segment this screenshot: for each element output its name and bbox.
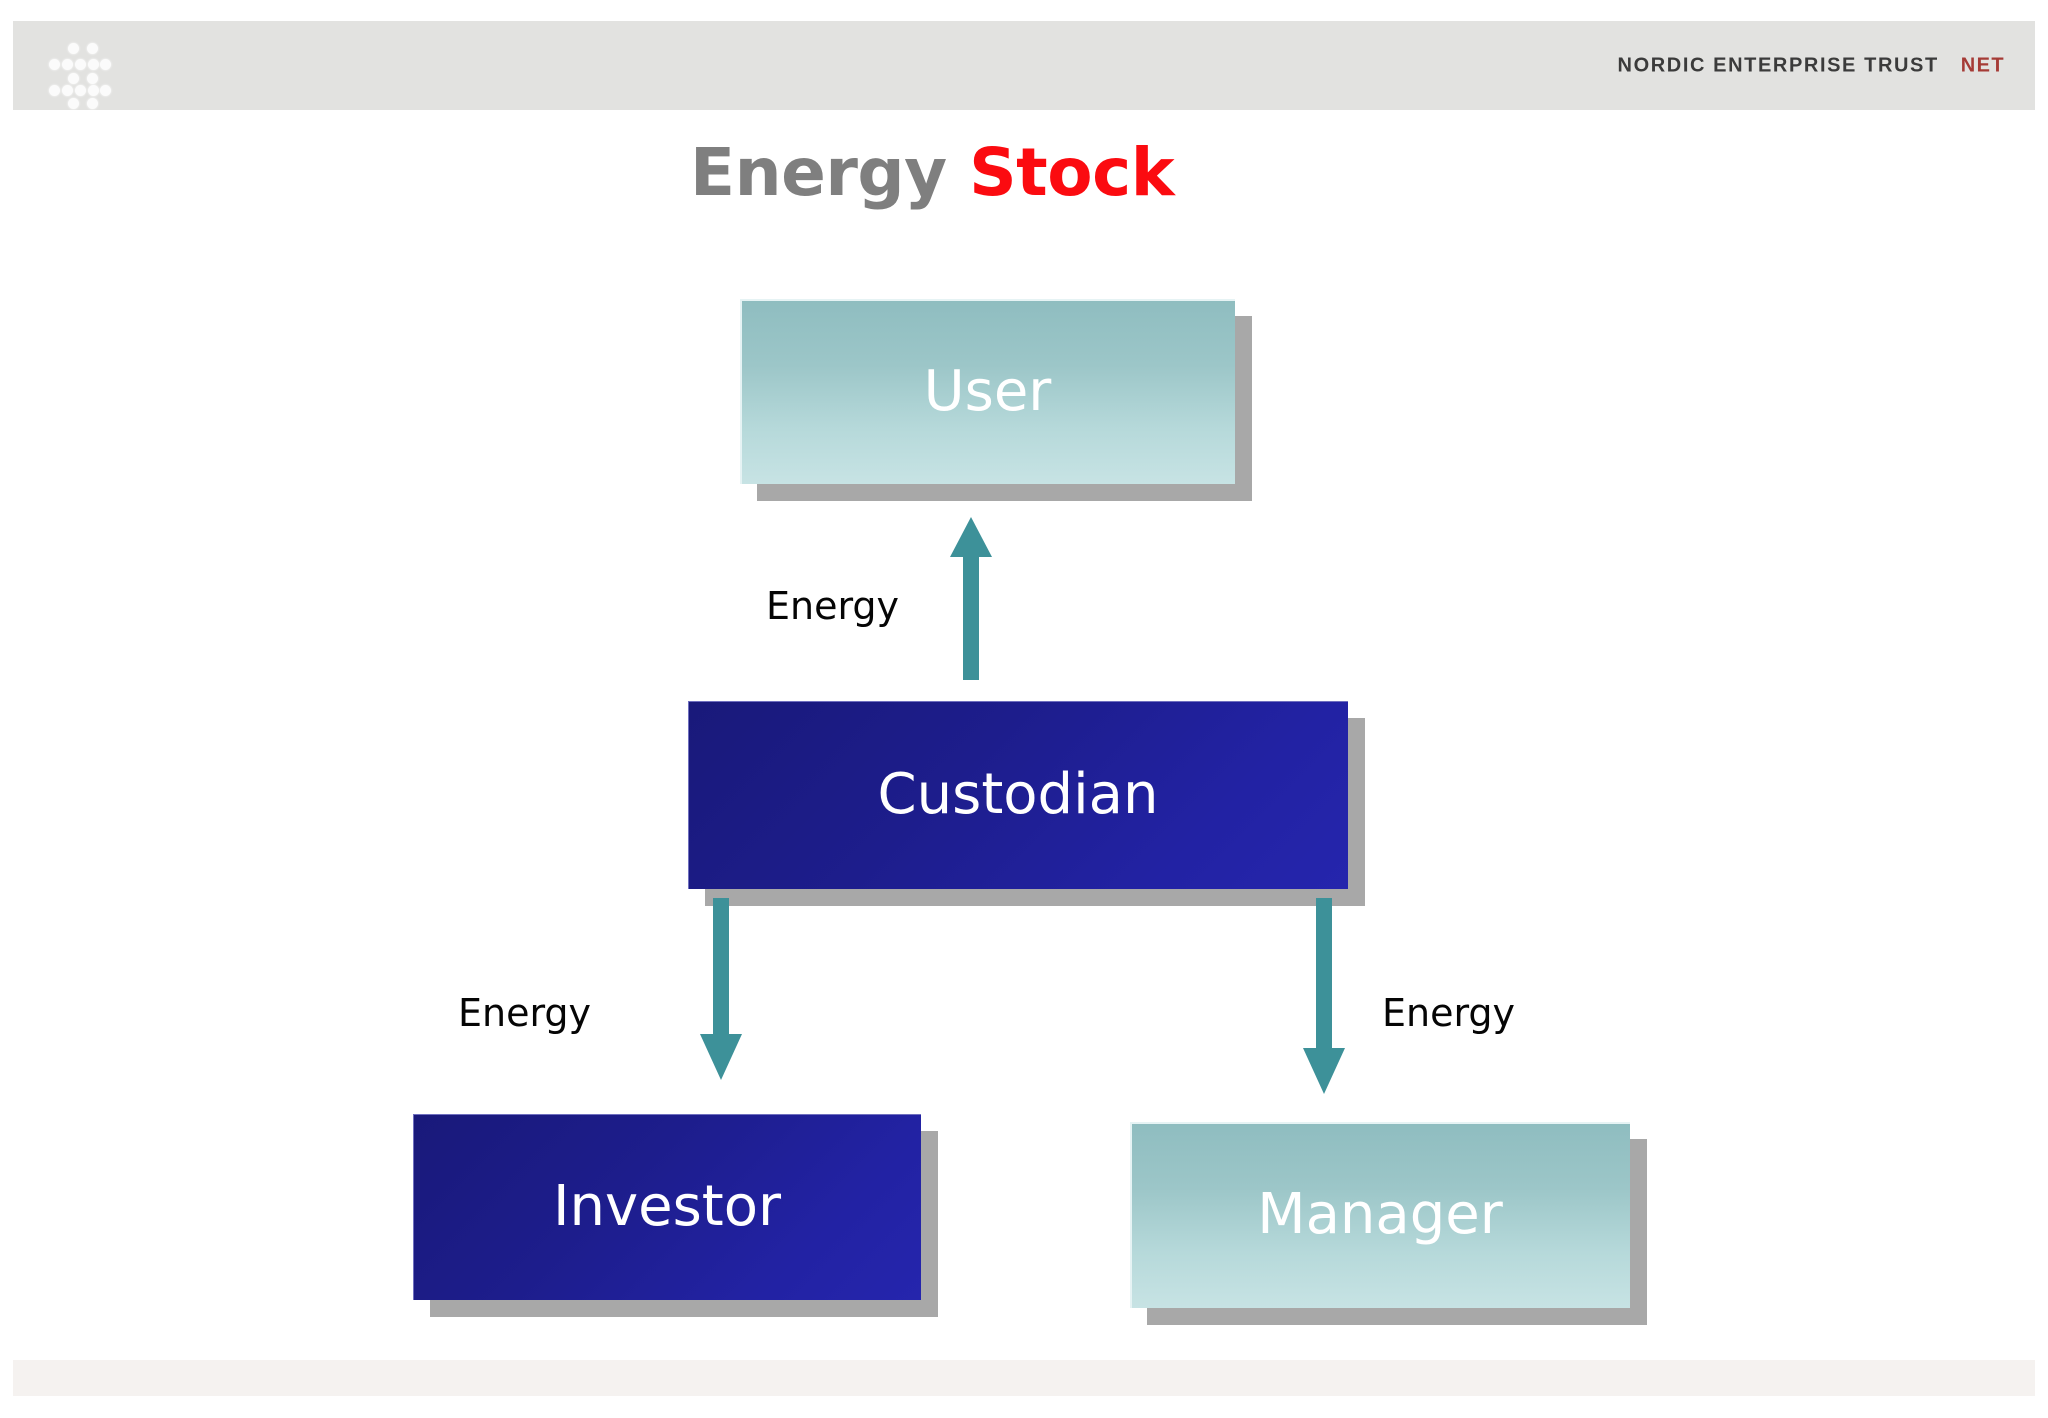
node-custodian-label: Custodian <box>877 762 1159 827</box>
node-manager[interactable]: Manager <box>1130 1122 1647 1325</box>
page-title: Energy Stock <box>690 134 1175 211</box>
node-investor-face <box>413 1114 921 1300</box>
node-manager-label: Manager <box>1257 1182 1503 1247</box>
page-title-part2: Stock <box>969 134 1175 211</box>
brand-name: NORDIC ENTERPRISE TRUST <box>1617 54 1939 76</box>
edge-label-custodian-to-manager: Energy <box>1382 991 1516 1035</box>
page-title-part1: Energy <box>690 134 947 211</box>
node-custodian-face <box>688 701 1348 889</box>
arrow-custodian-to-manager-icon <box>1303 898 1345 1094</box>
edge-label-custodian-to-investor: Energy <box>458 991 592 1035</box>
brand-abbreviation: NET <box>1960 54 2005 76</box>
node-manager-face <box>1130 1122 1630 1308</box>
footer-bar <box>13 1360 2035 1396</box>
edge-label-custodian-to-user: Energy <box>766 584 900 628</box>
node-user-label: User <box>923 358 1052 424</box>
node-user-face <box>740 299 1235 484</box>
node-custodian[interactable]: Custodian <box>688 701 1365 906</box>
dot-matrix-logo-icon <box>49 43 111 109</box>
node-investor[interactable]: Investor <box>413 1114 938 1317</box>
arrow-custodian-to-investor-icon <box>700 898 742 1080</box>
arrow-custodian-to-user-icon <box>950 517 992 680</box>
node-investor-label: Investor <box>552 1174 782 1239</box>
brand-lockup: NORDIC ENTERPRISE TRUST NET <box>1618 54 2005 77</box>
node-user[interactable]: User <box>740 299 1252 501</box>
header-bar: NORDIC ENTERPRISE TRUST NET <box>13 21 2035 110</box>
